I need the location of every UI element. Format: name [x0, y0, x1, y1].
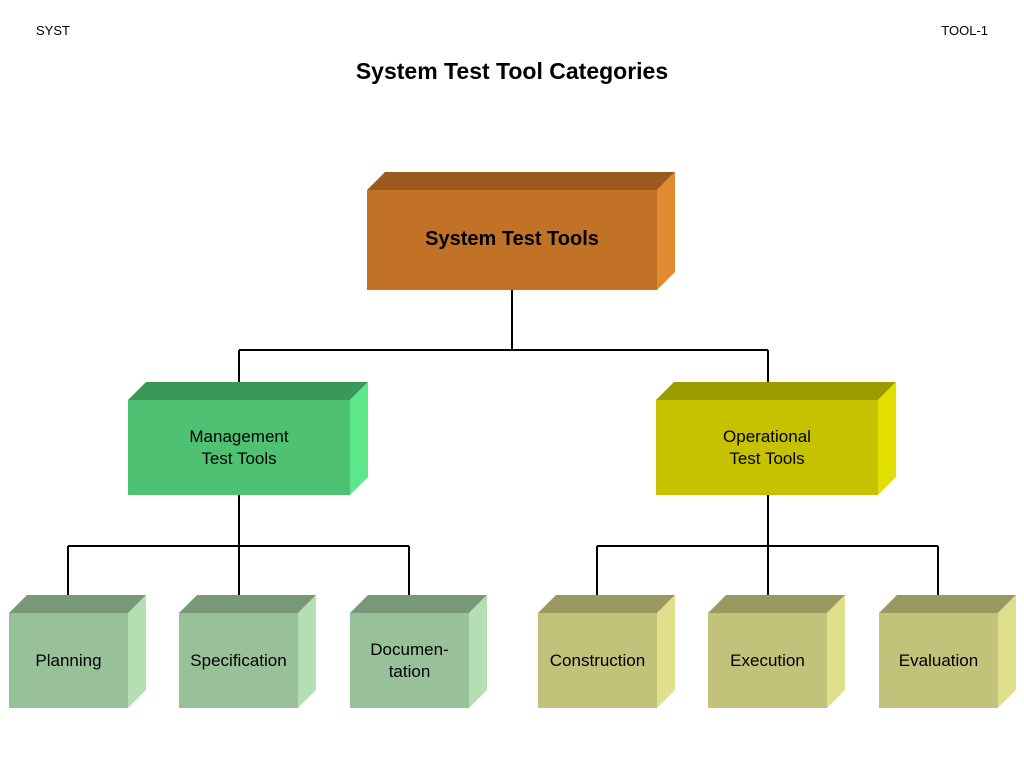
leaf-planning-box-top [9, 595, 146, 613]
leaf-specification-box-top [179, 595, 316, 613]
header-left: SYST [36, 23, 70, 38]
leaf-documentation-box-front [350, 613, 469, 708]
management-box-front [128, 400, 350, 495]
leaf-planning-box-side [128, 595, 146, 708]
leaf-construction-label: Construction [549, 650, 646, 670]
management-box-side [350, 382, 368, 495]
operational-box-top [656, 382, 896, 400]
leaf-documentation-box-side [469, 595, 487, 708]
root-box-front [367, 190, 657, 290]
leaf-planning-box-front [9, 613, 128, 708]
leaf-specification-box-side [298, 595, 316, 708]
root-box-side [657, 172, 675, 290]
leaf-execution-box-front [708, 613, 827, 708]
operational-box-label: Operational Test Tools [723, 426, 811, 468]
leaf-execution-box-top [708, 595, 845, 613]
leaf-documentation-box-top [350, 595, 487, 613]
leaf-evaluation-box-front [879, 613, 998, 708]
operational-box-front [656, 400, 878, 495]
leaf-planning-label: Planning [35, 650, 102, 670]
leaf-execution-box-side [827, 595, 845, 708]
leaf-evaluation-box-side [998, 595, 1016, 708]
operational-box-side [878, 382, 896, 495]
leaf-evaluation-box-top [879, 595, 1016, 613]
header-right: TOOL-1 [941, 23, 988, 38]
leaf-construction-box-top [538, 595, 675, 613]
leaf-specification-box-front [179, 613, 298, 708]
root-box-label: System Test Tools [425, 228, 599, 251]
root-box-top [367, 172, 675, 190]
leaf-construction-box-side [657, 595, 675, 708]
leaf-evaluation-label: Evaluation [898, 650, 979, 670]
management-box-label: Management Test Tools [189, 426, 289, 468]
leaf-specification-label: Specification [190, 650, 287, 670]
leaf-execution-label: Execution [730, 650, 805, 670]
leaf-documentation-label: Documen- tation [370, 639, 449, 681]
leaf-construction-box-front [538, 613, 657, 708]
management-box-top [128, 382, 368, 400]
page-title: System Test Tool Categories [355, 58, 669, 84]
